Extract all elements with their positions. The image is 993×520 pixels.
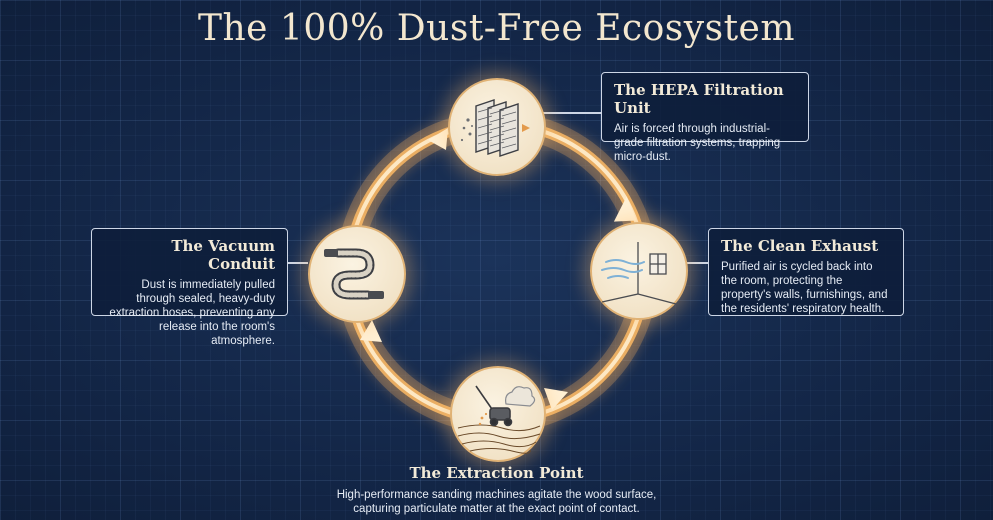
flow-arrow-bottom-right	[544, 388, 568, 410]
extraction-label: The Extraction Point High-performance sa…	[0, 464, 993, 516]
vacuum-node	[308, 225, 406, 323]
exhaust-connector	[684, 262, 708, 264]
exhaust-node	[590, 222, 688, 320]
flow-arrow-top-right	[613, 196, 637, 222]
extraction-description: High-performance sanding machines agitat…	[336, 489, 657, 515]
exhaust-heading: The Clean Exhaust	[721, 237, 879, 255]
floor-sander-icon	[457, 385, 541, 454]
hepa-description: Air is forced through industrial-grade f…	[614, 123, 781, 163]
page-title: The 100% Dust-Free Ecosystem	[197, 8, 795, 49]
hepa-card: The HEPA Filtration Unit Air is forced t…	[601, 72, 809, 163]
hepa-node	[448, 78, 546, 176]
filter-panels-icon	[460, 99, 530, 157]
vacuum-heading: The Vacuum Conduit	[171, 237, 275, 273]
flow-arrow-top-left	[428, 128, 448, 150]
exhaust-card: The Clean Exhaust Purified air is cycled…	[708, 228, 904, 316]
hepa-connector	[543, 112, 601, 114]
room-air-window-icon	[601, 242, 677, 305]
extraction-heading: The Extraction Point	[409, 464, 584, 482]
exhaust-description: Purified air is cycled back into the roo…	[721, 261, 888, 315]
hepa-heading: The HEPA Filtration Unit	[614, 81, 784, 117]
hose-icon	[324, 248, 384, 300]
flow-arrow-bottom-left	[360, 320, 382, 342]
vacuum-description: Dust is immediately pulled through seale…	[109, 279, 275, 347]
vacuum-card: The Vacuum Conduit Dust is immediately p…	[91, 228, 288, 347]
vacuum-connector	[288, 262, 308, 264]
extraction-node	[450, 366, 546, 462]
